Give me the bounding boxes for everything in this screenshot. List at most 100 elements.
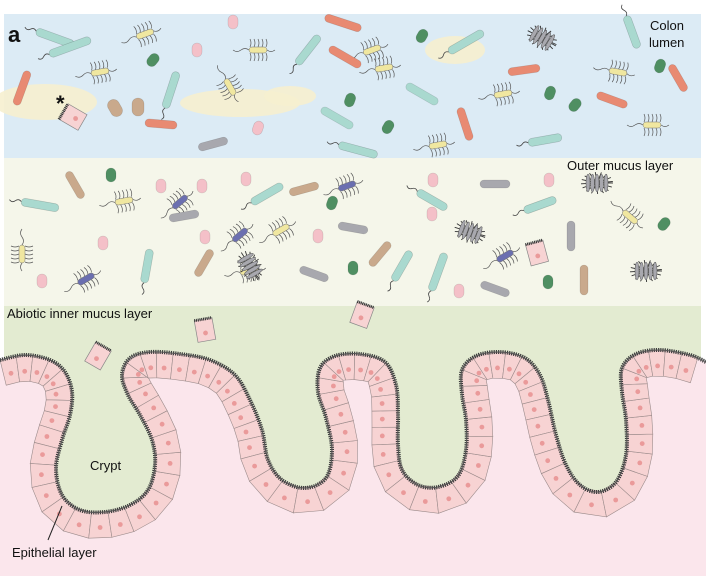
- cell-nucleus: [305, 499, 310, 504]
- cell-nucleus: [446, 496, 451, 501]
- label-epithelial-layer: Epithelial layer: [12, 545, 97, 560]
- cell-nucleus: [495, 366, 500, 371]
- bacterium-rod: [580, 265, 588, 295]
- cell-nucleus: [40, 452, 45, 457]
- bacterium-coccus: [428, 173, 438, 187]
- cell-nucleus: [151, 406, 156, 411]
- label-crypt: Crypt: [90, 458, 121, 473]
- epithelial-cell: [466, 417, 493, 437]
- cell-nucleus: [380, 401, 385, 406]
- label-colon-lumen-line1: Colon: [650, 18, 684, 33]
- bacterium-coccus: [197, 179, 207, 193]
- cell-nucleus: [484, 367, 489, 372]
- bacterium-coccus: [228, 15, 238, 29]
- cell-nucleus: [205, 374, 210, 379]
- cell-nucleus: [334, 396, 339, 401]
- cell-nucleus: [232, 401, 237, 406]
- cell-nucleus: [166, 441, 171, 446]
- cell-nucleus: [154, 501, 159, 506]
- cell-nucleus: [216, 380, 221, 385]
- bacterium-coccus: [106, 168, 116, 182]
- cell-nucleus: [337, 369, 342, 374]
- cell-nucleus: [540, 441, 545, 446]
- cell-nucleus: [343, 430, 348, 435]
- cell-nucleus: [401, 490, 406, 495]
- cell-nucleus: [331, 384, 336, 389]
- cell-nucleus: [53, 404, 58, 409]
- cell-nucleus: [140, 367, 145, 372]
- cell-nucleus: [225, 389, 230, 394]
- cell-nucleus: [332, 374, 337, 379]
- label-colon-lumen-line2: lumen: [649, 35, 684, 50]
- epithelial-cell: [372, 394, 398, 411]
- cell-nucleus: [164, 482, 169, 487]
- bacterium-coccus: [313, 229, 323, 243]
- cell-nucleus: [532, 407, 537, 412]
- cell-nucleus: [477, 371, 482, 376]
- cell-nucleus: [638, 406, 643, 411]
- cell-nucleus: [637, 369, 642, 374]
- cell-nucleus: [341, 471, 346, 476]
- epithelial-cell: [626, 415, 653, 434]
- cell-nucleus: [137, 380, 142, 385]
- cell-nucleus: [162, 366, 167, 371]
- cell-nucleus: [44, 493, 49, 498]
- epithelial-cell: [621, 384, 649, 402]
- cell-nucleus: [479, 443, 484, 448]
- bacterium-coccus: [427, 207, 437, 221]
- panel-letter: a: [8, 22, 20, 48]
- cell-nucleus: [345, 449, 350, 454]
- cell-nucleus: [282, 496, 287, 501]
- epithelial-cell: [627, 434, 653, 454]
- cell-nucleus: [423, 499, 428, 504]
- cell-nucleus: [669, 365, 674, 370]
- cell-nucleus: [644, 365, 649, 370]
- cell-nucleus: [148, 365, 153, 370]
- cell-nucleus: [77, 522, 82, 527]
- cell-nucleus: [50, 418, 55, 423]
- cell-nucleus: [168, 461, 173, 466]
- cell-nucleus: [655, 364, 660, 369]
- bacterium-coccus: [156, 179, 166, 193]
- cell-nucleus: [177, 367, 182, 372]
- cell-nucleus: [369, 370, 374, 375]
- cell-nucleus: [378, 387, 383, 392]
- cell-nucleus: [554, 476, 559, 481]
- cell-nucleus: [252, 464, 257, 469]
- bacterium-coccus: [543, 275, 553, 289]
- bacterium-rod: [567, 221, 575, 251]
- cell-nucleus: [136, 372, 141, 377]
- cell-nucleus: [380, 417, 385, 422]
- cell-nucleus: [630, 481, 635, 486]
- bacterium-coccus: [544, 173, 554, 187]
- debris-cloud: [264, 86, 316, 106]
- colon-lumen-region: [4, 14, 701, 158]
- cell-nucleus: [536, 424, 541, 429]
- cell-nucleus: [375, 376, 380, 381]
- cell-nucleus: [137, 514, 142, 519]
- cell-nucleus: [45, 434, 50, 439]
- cell-nucleus: [517, 371, 522, 376]
- cell-nucleus: [523, 380, 528, 385]
- epithelial-cell: [466, 436, 493, 457]
- cell-nucleus: [192, 370, 197, 375]
- cell-nucleus: [507, 367, 512, 372]
- bacterium-coccus: [192, 43, 202, 57]
- bacterium-coccus: [348, 261, 358, 275]
- cell-nucleus: [637, 461, 642, 466]
- cell-nucleus: [346, 367, 351, 372]
- cell-nucleus: [613, 498, 618, 503]
- cell-nucleus: [640, 441, 645, 446]
- cell-nucleus: [358, 368, 363, 373]
- cell-nucleus: [9, 371, 14, 376]
- cell-nucleus: [640, 423, 645, 428]
- label-inner-mucus-layer: Abiotic inner mucus layer: [7, 306, 152, 321]
- cell-nucleus: [45, 374, 50, 379]
- asterisk-marker: *: [56, 96, 65, 111]
- cell-nucleus: [51, 381, 56, 386]
- bacterium-rod: [480, 180, 510, 188]
- epithelial-cell: [372, 427, 398, 445]
- cell-nucleus: [545, 458, 550, 463]
- bacterium-coccus: [98, 236, 108, 250]
- cell-nucleus: [22, 369, 27, 374]
